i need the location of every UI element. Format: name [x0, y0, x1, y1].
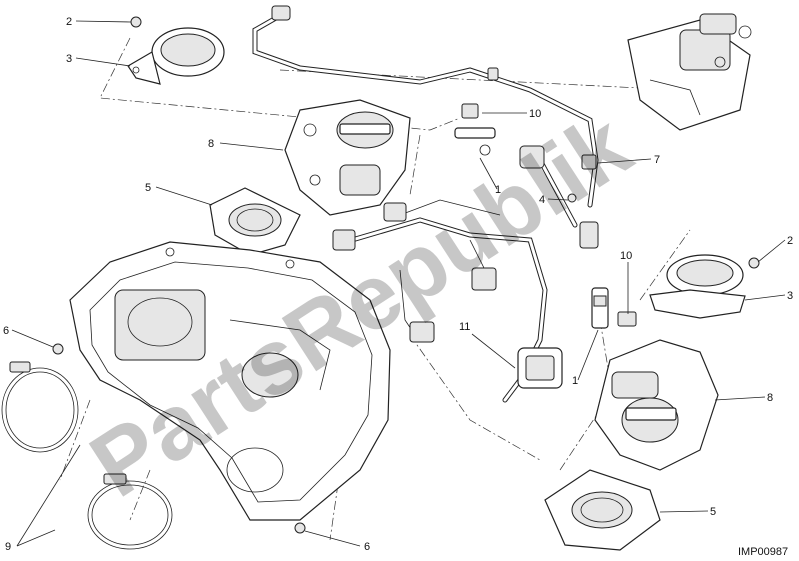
- screw-6-bottom: [294, 522, 306, 534]
- callout-1-lower: 1: [572, 375, 578, 387]
- callout-3-left: 3: [66, 53, 72, 65]
- injector-10-top: [454, 103, 496, 156]
- hose-clamp-9-lower: [87, 473, 173, 550]
- callout-3-right: 3: [787, 290, 793, 302]
- callout-6-left: 6: [3, 325, 9, 337]
- callout-2-left: 2: [66, 16, 72, 28]
- callout-5-right: 5: [710, 506, 716, 518]
- callout-10-top: 10: [529, 108, 541, 120]
- airbox: [69, 241, 391, 521]
- injector-10-right: [617, 311, 637, 327]
- callout-7: 7: [654, 154, 660, 166]
- callout-labels: 2 3 8 5 6 9 6 10 1 4 7 11 1 10 2 3 8 5: [3, 16, 793, 553]
- callout-8-left: 8: [208, 138, 214, 150]
- callout-6-bottom: 6: [364, 541, 370, 553]
- callout-4: 4: [539, 194, 545, 206]
- throttle-body-8-left: [284, 99, 411, 216]
- injector-1-lower: [591, 287, 609, 329]
- screw-6-left: [52, 343, 64, 355]
- fuel-hose: [252, 5, 599, 249]
- callout-10-right: 10: [620, 250, 632, 262]
- screw-2-left: [130, 16, 142, 28]
- intake-flange-5-left: [209, 187, 301, 256]
- callout-9: 9: [5, 541, 11, 553]
- callout-5-left: 5: [145, 182, 151, 194]
- screw-4: [567, 193, 577, 203]
- callout-2-right: 2: [787, 235, 793, 247]
- drawing-code: IMP00987: [738, 546, 788, 558]
- callout-1-center: 1: [495, 184, 501, 196]
- leader-lines: [11, 20, 786, 547]
- intake-funnel-3-right: [649, 254, 746, 319]
- fuel-pump-module: [627, 13, 752, 131]
- screw-2-right: [748, 257, 760, 269]
- intake-flange-5-right: [544, 469, 661, 551]
- callout-8-right: 8: [767, 392, 773, 404]
- intake-funnel-3-left: [127, 27, 225, 85]
- callout-11: 11: [459, 321, 470, 333]
- hose-clamp-9-upper: [1, 361, 79, 453]
- throttle-body-8-right: [594, 339, 719, 471]
- wiring-harness-11: [332, 199, 563, 403]
